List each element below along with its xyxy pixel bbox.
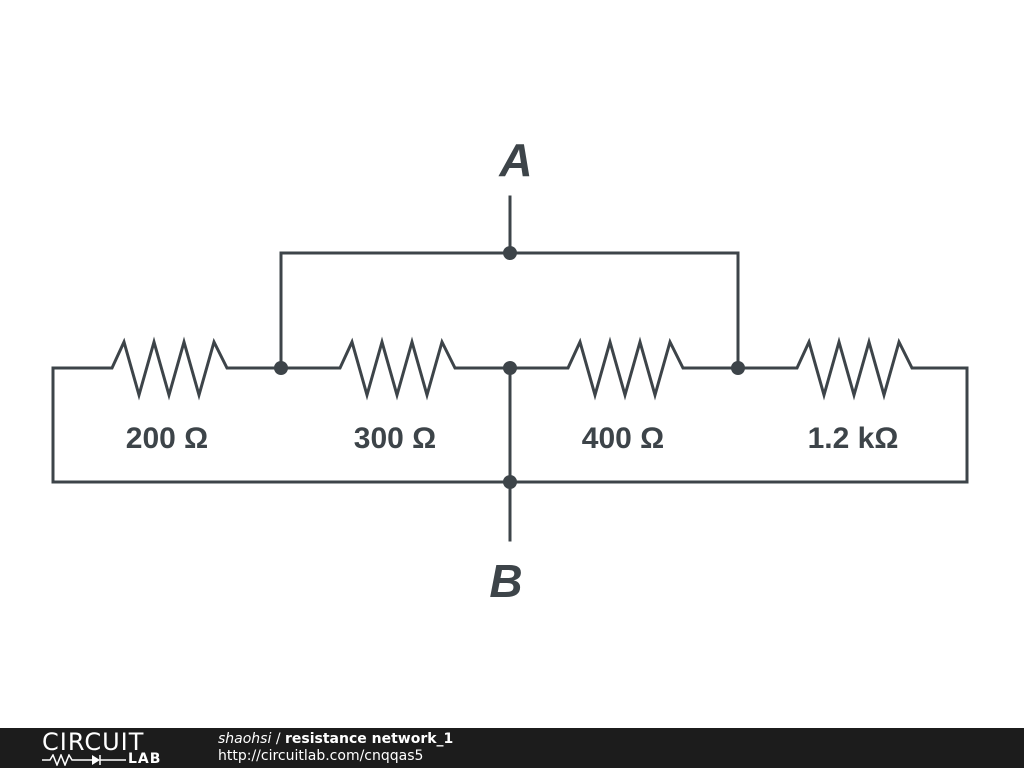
junction-dot bbox=[503, 475, 517, 489]
logo-word: CIRCUIT bbox=[42, 728, 145, 756]
logo-subword: LAB bbox=[128, 751, 162, 767]
terminal-b-label: B bbox=[489, 555, 522, 607]
resistor-value-label: 300 Ω bbox=[354, 422, 436, 455]
footer-bar: CIRCUIT LAB shaohsi / resistance network… bbox=[0, 728, 1024, 768]
author-link[interactable]: shaohsi bbox=[218, 731, 272, 747]
resistor-300-ohm bbox=[279, 336, 512, 401]
resistor-200-ohm bbox=[51, 336, 283, 401]
junction-dot bbox=[503, 361, 517, 375]
circuit-title[interactable]: resistance network_1 bbox=[285, 731, 454, 747]
resistor-400-ohm bbox=[508, 336, 740, 401]
junction-dot bbox=[274, 361, 288, 375]
byline-separator: / bbox=[275, 731, 281, 747]
circuit-meta: shaohsi / resistance network_1 http://ci… bbox=[218, 731, 453, 765]
junction-dot bbox=[731, 361, 745, 375]
circuitlab-logo[interactable]: CIRCUIT LAB bbox=[42, 730, 178, 766]
junction-dot bbox=[503, 246, 517, 260]
terminal-a-label: A bbox=[498, 134, 532, 186]
resistor-diode-icon bbox=[42, 754, 126, 766]
circuit-url-link[interactable]: http://circuitlab.com/cnqqas5 bbox=[218, 748, 424, 764]
resistor-1-2-kohm bbox=[736, 336, 969, 401]
resistor-value-label: 1.2 kΩ bbox=[808, 422, 899, 455]
resistor-value-label: 200 Ω bbox=[126, 422, 208, 455]
circuit-byline: shaohsi / resistance network_1 bbox=[218, 731, 453, 748]
resistor-value-label: 400 Ω bbox=[582, 422, 664, 455]
circuit-diagram: A B 200 Ω 300 Ω 400 Ω 1.2 kΩ bbox=[51, 134, 969, 607]
